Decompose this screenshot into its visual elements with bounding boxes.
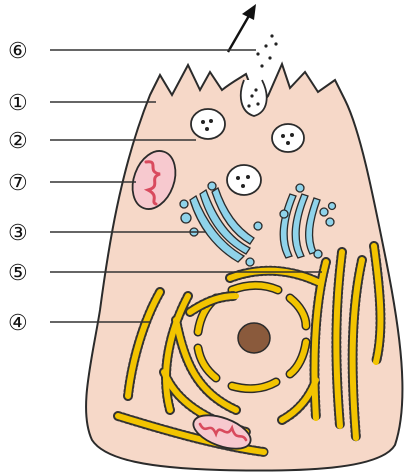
svg-text:⑦: ⑦ [8, 171, 28, 196]
vesicle [191, 109, 225, 139]
label-2: ② [8, 129, 28, 154]
vesicle [227, 165, 261, 195]
label-1: ① [8, 91, 28, 116]
secretion-arrow [228, 4, 256, 52]
label-6: ⑥ [8, 39, 28, 64]
svg-text:①: ① [8, 91, 28, 116]
svg-text:④: ④ [8, 311, 28, 336]
exocytosis-pocket [241, 80, 267, 116]
label-4: ④ [8, 311, 28, 336]
svg-text:③: ③ [8, 221, 28, 246]
label-7: ⑦ [8, 171, 28, 196]
nucleolus [238, 323, 270, 353]
vesicle [272, 124, 304, 152]
label-3: ③ [8, 221, 28, 246]
label-5: ⑤ [8, 261, 28, 286]
svg-text:⑤: ⑤ [8, 261, 28, 286]
svg-text:⑥: ⑥ [8, 39, 28, 64]
svg-text:②: ② [8, 129, 28, 154]
